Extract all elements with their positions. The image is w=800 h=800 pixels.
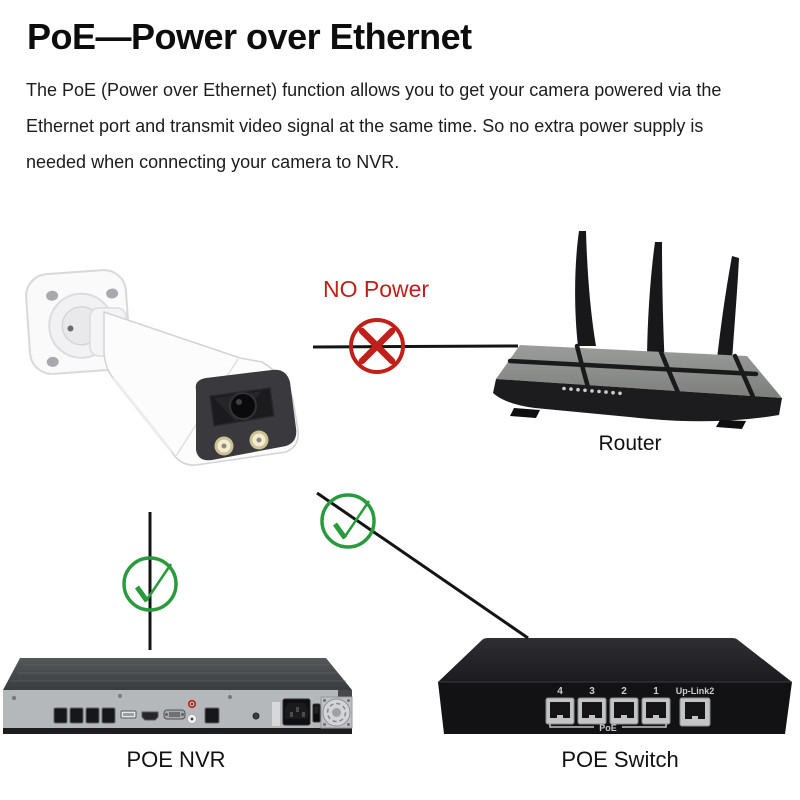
nvr-ground-screw [252,712,260,720]
nvr-lan-port [204,707,220,724]
switch-port-labels: 4 3 2 1 Up-Link2 [557,686,714,697]
nvr-usb-port [120,710,137,719]
camera-switch-line [316,491,529,640]
paragraph-line: The PoE (Power over Ethernet) function a… [26,80,722,100]
nvr-top-surface [3,658,352,690]
switch-check-icon [320,493,376,549]
nvr-vga-port [163,709,186,720]
nvr-hdmi-port [141,711,159,721]
security-camera-image [25,269,299,466]
nvr-screws [11,694,232,701]
paragraph-line: needed when connecting your camera to NV… [26,152,400,172]
switch-poe-ports [545,697,671,725]
nvr-rca-jacks [187,699,197,724]
camera-face [195,369,297,461]
intro-paragraph: The PoE (Power over Ethernet) function a… [26,72,786,180]
camera-lens [229,392,257,420]
no-power-cross-icon [349,318,405,374]
router-label: Router [598,432,662,455]
router-body [493,343,782,429]
nvr-power-inlet [282,698,321,726]
svg-text:2: 2 [621,686,627,697]
svg-text:PoE: PoE [599,723,617,733]
nvr-ethernet-ports [53,707,116,724]
router-image [493,231,782,429]
nvr-fan [320,696,353,729]
camera-led-lights [214,430,269,456]
switch-top-surface [438,638,792,682]
svg-text:4: 4 [557,686,563,697]
nvr-label: POE NVR [126,747,226,772]
svg-text:3: 3 [589,686,595,697]
switch-poe-group-bracket: PoE [549,723,667,733]
no-power-label: NO Power [323,276,430,302]
svg-text:1: 1 [653,686,659,697]
switch-uplink-port [679,697,711,727]
paragraph-line: Ethernet port and transmit video signal … [26,116,704,136]
nvr-check-icon [122,556,178,612]
router-led-row [562,386,622,396]
poe-nvr-image [3,658,353,734]
page-title: PoE—Power over Ethernet [27,16,472,57]
router-antennas [575,231,739,378]
svg-text:Up-Link2: Up-Link2 [676,686,715,696]
poe-switch-image: 4 3 2 1 Up-Link2 PoE [438,638,792,734]
switch-label: POE Switch [561,747,679,772]
